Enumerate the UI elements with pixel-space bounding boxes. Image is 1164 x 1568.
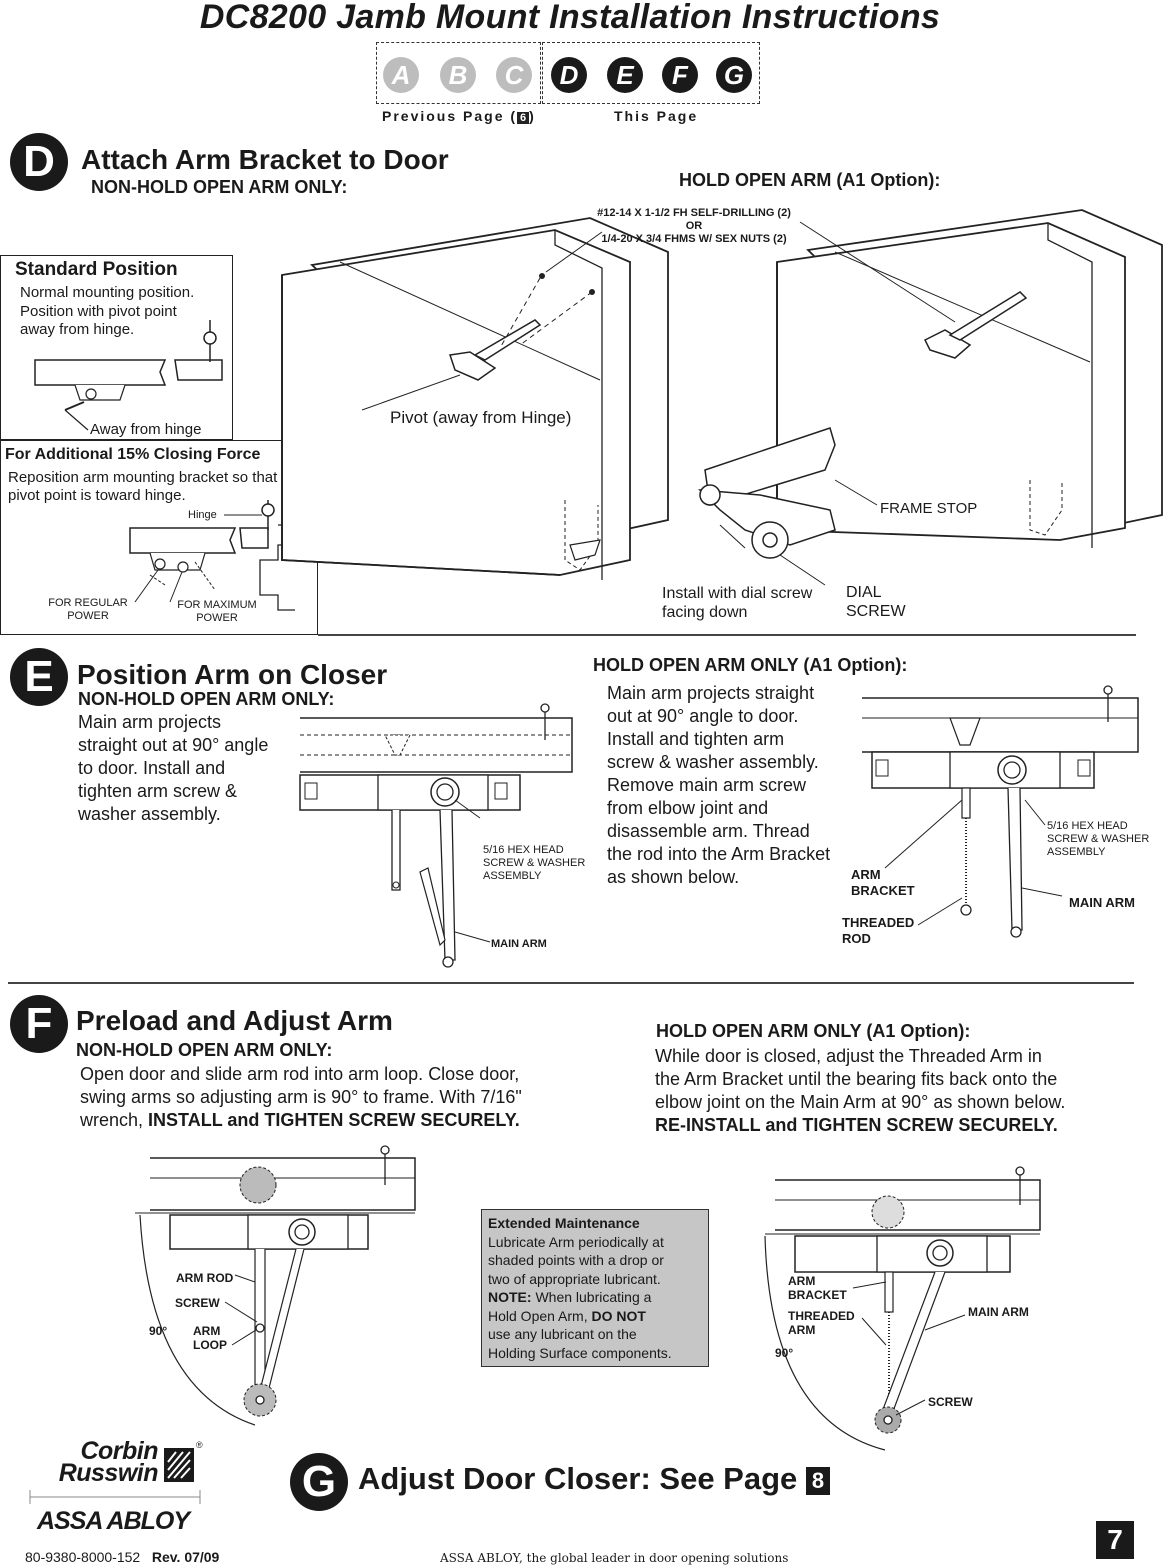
extended-maintenance-box: Extended Maintenance Lubricate Arm perio… <box>481 1209 709 1367</box>
step-d[interactable]: D <box>551 57 587 93</box>
step-c[interactable]: C <box>496 57 532 93</box>
step-e[interactable]: E <box>607 57 643 93</box>
angle-label-right: 90° <box>775 1346 794 1360</box>
see-page-badge[interactable]: 8 <box>805 1466 831 1495</box>
hinge-label: Hinge <box>188 509 217 521</box>
page-title: DC8200 Jamb Mount Installation Instructi… <box>199 0 941 36</box>
section-g-title: Adjust Door Closer: See Page 8 <box>358 1461 831 1497</box>
main-arm-label-f: MAIN ARM <box>968 1305 1029 1319</box>
section-e-badge: E <box>10 648 68 706</box>
section-f-hold-text: While door is closed, adjust the Threade… <box>655 1046 1066 1135</box>
main-arm-label-right: MAIN ARM <box>1069 895 1135 910</box>
document-number: 80-9380-8000-152 Rev. 07/09 <box>25 1549 220 1565</box>
standard-position-panel <box>0 255 233 440</box>
footer-tagline: ASSA ABLOY, the global leader in door op… <box>440 1551 789 1565</box>
step-f[interactable]: F <box>662 57 698 93</box>
standard-position-title: Standard Position <box>15 259 178 280</box>
section-e-hold-heading: HOLD OPEN ARM ONLY (A1 Option): <box>593 655 908 675</box>
divider-e <box>8 982 1134 984</box>
frame-stop-label: FRAME STOP <box>880 500 978 517</box>
section-g-badge: G <box>290 1453 348 1511</box>
away-from-hinge-label: Away from hinge <box>90 421 202 438</box>
assa-abloy-logo: ASSA ABLOY <box>37 1507 190 1535</box>
current-steps-box <box>542 42 760 104</box>
section-d-title: Attach Arm Bracket to Door <box>81 144 449 175</box>
registered-mark: ® <box>196 1440 203 1450</box>
step-g[interactable]: G <box>716 57 752 93</box>
previous-steps-box <box>376 42 541 104</box>
section-e-non-hold-heading: NON-HOLD OPEN ARM ONLY: <box>78 689 335 709</box>
section-f-non-hold-text: Open door and slide arm rod into arm loo… <box>80 1064 522 1130</box>
section-d-hold-heading: HOLD OPEN ARM (A1 Option): <box>679 170 941 190</box>
standard-position-text: Normal mounting position.Position with p… <box>20 284 195 338</box>
section-f-title: Preload and Adjust Arm <box>76 1005 393 1036</box>
screw-label-right: SCREW <box>928 1395 973 1409</box>
screw-label-left: SCREW <box>175 1296 220 1310</box>
step-a[interactable]: A <box>383 57 419 93</box>
section-d-non-hold-heading: NON-HOLD OPEN ARM ONLY: <box>91 177 348 197</box>
section-f-badge: F <box>10 995 68 1053</box>
section-e-title: Position Arm on Closer <box>77 659 388 690</box>
step-b[interactable]: B <box>440 57 476 93</box>
page-number: 7 <box>1096 1521 1134 1559</box>
section-f-hold-heading: HOLD OPEN ARM ONLY (A1 Option): <box>656 1021 971 1041</box>
arm-rod-label: ARM ROD <box>176 1271 234 1285</box>
additional-force-title: For Additional 15% Closing Force <box>5 446 261 463</box>
pivot-label: Pivot (away from Hinge) <box>390 408 572 427</box>
section-d-badge: D <box>10 133 68 191</box>
section-f-non-hold-heading: NON-HOLD OPEN ARM ONLY: <box>76 1040 333 1060</box>
angle-label-left: 90° <box>149 1324 168 1338</box>
this-page-label: This Page <box>614 108 699 124</box>
previous-page-label[interactable]: Previous Page (6) <box>382 108 536 124</box>
main-arm-label-left: MAIN ARM <box>491 938 547 950</box>
divider-d <box>318 634 1136 636</box>
